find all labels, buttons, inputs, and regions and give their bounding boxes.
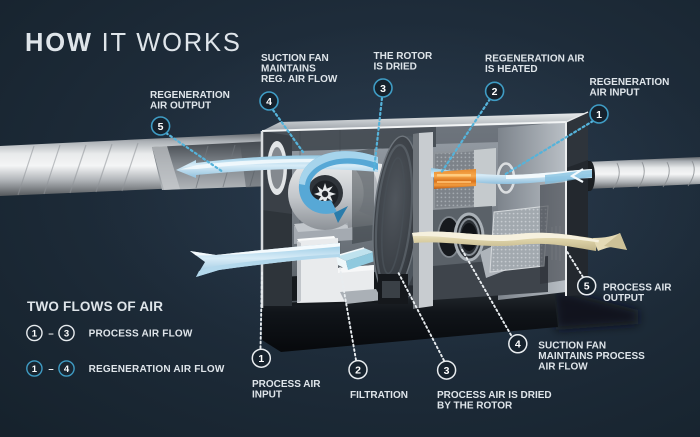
svg-text:MAINTAINS: MAINTAINS	[261, 64, 316, 75]
svg-text:HOW IT WORKS: HOW IT WORKS	[25, 29, 242, 57]
svg-text:SUCTION FAN: SUCTION FAN	[538, 340, 606, 351]
svg-text:PROCESS AIR IS DRIED: PROCESS AIR IS DRIED	[437, 390, 552, 401]
svg-text:AIR INPUT: AIR INPUT	[590, 88, 640, 99]
svg-text:INPUT: INPUT	[252, 389, 282, 400]
svg-text:IS HEATED: IS HEATED	[485, 64, 538, 75]
svg-text:4: 4	[515, 339, 521, 351]
svg-text:REGENERATION AIR: REGENERATION AIR	[485, 53, 585, 64]
svg-text:REG. AIR FLOW: REG. AIR FLOW	[261, 74, 338, 85]
svg-text:–: –	[48, 328, 53, 339]
svg-text:1: 1	[32, 328, 38, 339]
svg-text:2: 2	[355, 364, 361, 376]
svg-text:PROCESS AIR: PROCESS AIR	[252, 379, 321, 390]
svg-text:3: 3	[444, 365, 450, 377]
svg-text:1: 1	[32, 364, 38, 375]
svg-text:TWO FLOWS OF AIR: TWO FLOWS OF AIR	[27, 299, 163, 314]
svg-text:5: 5	[158, 121, 164, 133]
svg-text:REGENERATION: REGENERATION	[150, 90, 230, 101]
svg-text:3: 3	[64, 328, 69, 339]
svg-text:5: 5	[584, 281, 590, 293]
svg-text:AIR OUTPUT: AIR OUTPUT	[150, 101, 211, 112]
svg-text:BY THE ROTOR: BY THE ROTOR	[437, 401, 513, 412]
svg-text:IS DRIED: IS DRIED	[374, 62, 417, 73]
svg-text:1: 1	[596, 109, 602, 121]
svg-text:4: 4	[64, 364, 70, 375]
svg-text:THE ROTOR: THE ROTOR	[374, 51, 433, 62]
svg-text:1: 1	[258, 353, 264, 365]
svg-text:PROCESS AIR: PROCESS AIR	[603, 282, 672, 293]
svg-text:REGENERATION: REGENERATION	[590, 77, 670, 88]
svg-text:4: 4	[266, 96, 272, 108]
svg-text:MAINTAINS PROCESS: MAINTAINS PROCESS	[538, 351, 645, 362]
svg-text:2: 2	[492, 86, 498, 98]
svg-text:AIR FLOW: AIR FLOW	[538, 362, 588, 373]
svg-text:SUCTION FAN: SUCTION FAN	[261, 53, 329, 64]
svg-text:FILTRATION: FILTRATION	[350, 390, 408, 401]
svg-text:PROCESS AIR FLOW: PROCESS AIR FLOW	[89, 329, 193, 340]
svg-text:REGENERATION AIR FLOW: REGENERATION AIR FLOW	[89, 364, 225, 375]
svg-text:OUTPUT: OUTPUT	[603, 293, 644, 304]
svg-text:3: 3	[380, 83, 386, 95]
svg-text:–: –	[48, 364, 53, 375]
